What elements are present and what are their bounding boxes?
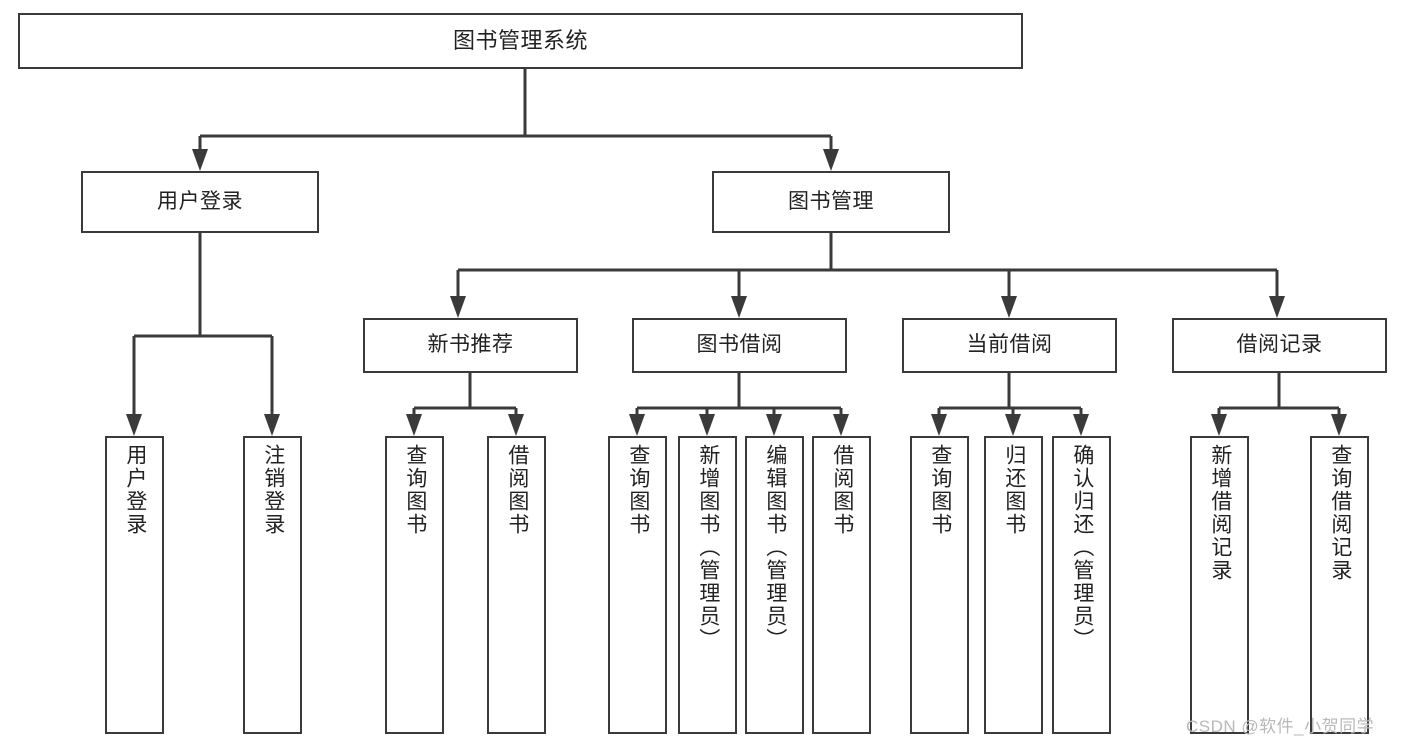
node-label: 用户登录 <box>157 189 243 213</box>
node-label: 新增借阅记录 <box>1208 444 1232 582</box>
node-leaf-03[interactable]: 查询图书 <box>385 436 444 734</box>
node-label: 新书推荐 <box>427 333 514 357</box>
arrowhead <box>1211 414 1227 436</box>
node-leaf-10[interactable]: 归还图书 <box>984 436 1043 734</box>
arrowhead <box>1001 296 1017 318</box>
arrowhead <box>1005 414 1021 436</box>
node-label: 借阅图书 <box>830 444 854 536</box>
node-leaf-12[interactable]: 新增借阅记录 <box>1190 436 1249 734</box>
node-leaf-05[interactable]: 查询图书 <box>608 436 667 734</box>
arrowhead <box>766 414 782 436</box>
arrowhead <box>508 414 524 436</box>
node-label: 图书管理 <box>788 189 874 213</box>
arrowhead <box>931 414 947 436</box>
node-book-borrow[interactable]: 图书借阅 <box>632 318 847 373</box>
node-label: 查询借阅记录 <box>1328 444 1352 582</box>
arrowhead <box>450 296 466 318</box>
node-leaf-11[interactable]: 确认归还（管理员） <box>1052 436 1111 734</box>
node-leaf-01[interactable]: 用户登录 <box>105 436 164 734</box>
node-label: 图书管理系统 <box>452 28 588 54</box>
node-root[interactable]: 图书管理系统 <box>18 13 1023 69</box>
arrowhead <box>1331 414 1347 436</box>
arrowhead <box>406 414 422 436</box>
arrowhead <box>1073 414 1089 436</box>
node-new-book-rec[interactable]: 新书推荐 <box>363 318 578 373</box>
node-label: 新增图书（管理员） <box>696 444 720 651</box>
node-label: 查询图书 <box>626 444 650 536</box>
node-label: 查询图书 <box>928 444 952 536</box>
node-leaf-07[interactable]: 编辑图书（管理员） <box>745 436 804 734</box>
node-cur-borrow[interactable]: 当前借阅 <box>902 318 1117 373</box>
arrowhead <box>833 414 849 436</box>
node-borrow-log[interactable]: 借阅记录 <box>1172 318 1387 373</box>
node-book-manage[interactable]: 图书管理 <box>712 171 950 233</box>
arrowhead <box>264 414 280 436</box>
arrowhead <box>1269 296 1285 318</box>
arrowhead <box>699 414 715 436</box>
node-label: 归还图书 <box>1002 444 1026 536</box>
node-label: 图书借阅 <box>696 333 783 357</box>
node-label: 借阅图书 <box>505 444 529 536</box>
arrowhead <box>731 296 747 318</box>
arrowhead <box>823 149 839 171</box>
node-label: 查询图书 <box>403 444 427 536</box>
arrowhead <box>192 149 208 171</box>
arrowhead <box>126 414 142 436</box>
node-label: 编辑图书（管理员） <box>763 444 787 651</box>
node-leaf-08[interactable]: 借阅图书 <box>812 436 871 734</box>
node-label: 当前借阅 <box>966 333 1053 357</box>
node-label: 用户登录 <box>123 444 147 536</box>
node-label: 借阅记录 <box>1236 333 1323 357</box>
node-user-login[interactable]: 用户登录 <box>81 171 319 233</box>
node-leaf-13[interactable]: 查询借阅记录 <box>1310 436 1369 734</box>
node-leaf-09[interactable]: 查询图书 <box>910 436 969 734</box>
node-leaf-04[interactable]: 借阅图书 <box>487 436 546 734</box>
node-label: 注销登录 <box>261 444 285 536</box>
node-label: 确认归还（管理员） <box>1070 444 1094 651</box>
node-leaf-06[interactable]: 新增图书（管理员） <box>678 436 737 734</box>
arrowhead <box>629 414 645 436</box>
node-leaf-02[interactable]: 注销登录 <box>243 436 302 734</box>
